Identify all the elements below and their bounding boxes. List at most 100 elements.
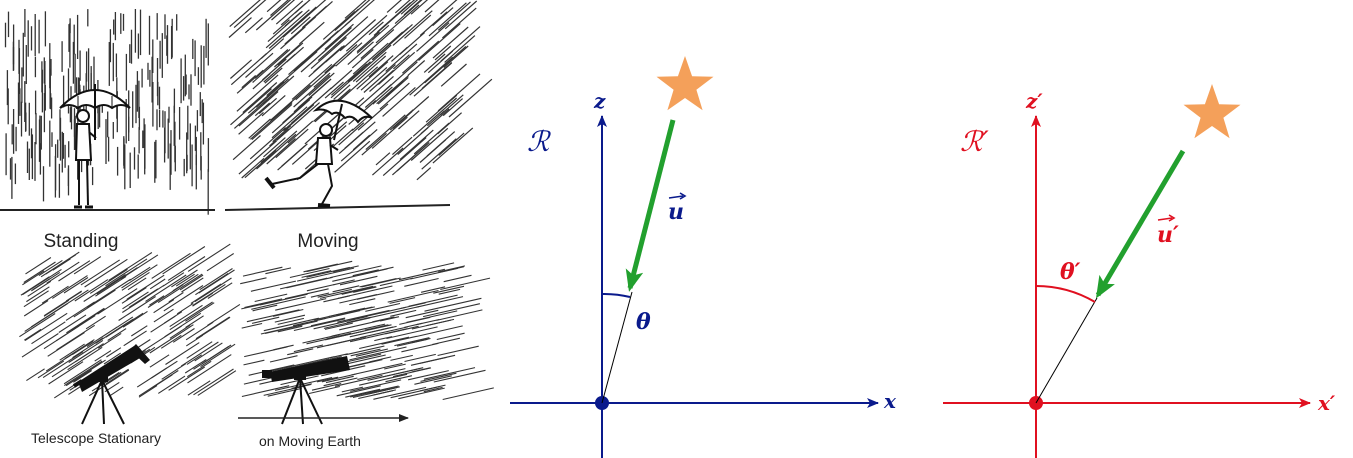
rain-streak <box>207 303 241 326</box>
rain-streak <box>295 64 336 101</box>
rain-streak <box>296 267 355 282</box>
rain-streak <box>398 110 420 130</box>
rain-streak <box>271 106 308 139</box>
rain-streak <box>434 45 452 61</box>
rain-streak <box>198 269 235 294</box>
rain-streak <box>398 387 445 400</box>
rain-streak <box>259 293 308 306</box>
rain-streak <box>334 140 371 173</box>
rain-streak <box>422 262 455 271</box>
rain-streak <box>167 256 206 281</box>
rain-streak <box>419 384 446 392</box>
angle-arc <box>1035 285 1096 303</box>
rain-streak <box>418 23 461 61</box>
rain-streak <box>404 322 423 328</box>
rain-streak <box>364 324 389 331</box>
rain-streak <box>433 285 465 294</box>
rain-streak <box>307 0 333 24</box>
rain-streak <box>126 274 165 300</box>
rain-streak <box>439 94 464 116</box>
rain-streak <box>274 43 301 68</box>
rain-streak <box>264 67 283 84</box>
rain-streak <box>333 84 351 100</box>
rain-streak <box>185 302 215 322</box>
rain-streak <box>373 386 427 400</box>
rain-streak <box>238 140 277 175</box>
rain-streak <box>392 111 413 129</box>
rain-streak <box>381 335 417 345</box>
rain-streak <box>350 362 403 376</box>
caption-telescope-stationary: Telescope Stationary <box>31 430 161 446</box>
rain-streak <box>382 367 424 378</box>
rain-streak <box>284 104 315 131</box>
rain-streak <box>293 318 346 332</box>
rain-streak <box>52 275 88 299</box>
rain-streak <box>405 309 439 319</box>
rain-streak <box>357 368 406 381</box>
rain-streak <box>390 354 413 361</box>
rain-streak <box>440 277 491 291</box>
rain-streak <box>404 14 432 39</box>
rain-streak <box>163 285 204 312</box>
rain-streak <box>95 275 127 297</box>
rain-streak <box>436 332 465 341</box>
rain-streak <box>412 97 457 137</box>
rain-streak <box>160 334 182 349</box>
rain-streak <box>375 4 420 44</box>
rain-streak <box>300 6 317 22</box>
rain-streak <box>363 64 396 93</box>
rain-streak <box>424 0 440 13</box>
rain-streak <box>138 325 182 355</box>
rain-streak <box>402 40 440 74</box>
rain-streak <box>230 53 267 86</box>
rain-streak <box>410 354 456 366</box>
rain-streak <box>64 360 103 387</box>
rain-streak <box>228 17 252 38</box>
star-icon <box>656 56 714 111</box>
rain-streak <box>368 55 394 78</box>
rain-streak <box>251 103 293 141</box>
rain-streak <box>190 283 222 304</box>
rain-streak <box>66 307 105 334</box>
rain-streak <box>344 131 364 149</box>
vector-arrow-icon <box>668 192 687 200</box>
rain-streak <box>394 8 412 25</box>
rain-streak <box>247 81 285 114</box>
umbrella-icon <box>312 99 373 141</box>
rain-streak <box>421 138 457 170</box>
rain-streak <box>186 341 213 359</box>
rain-streak <box>168 292 184 303</box>
rain-streak <box>97 332 122 349</box>
frame-label: ℛ <box>527 125 551 158</box>
rain-streak <box>176 302 194 315</box>
rain-streak <box>45 254 76 275</box>
rain-streak <box>168 366 205 391</box>
sight-line <box>601 291 633 404</box>
rain-streak <box>122 310 148 328</box>
rain-streak <box>385 375 413 383</box>
rain-streak <box>242 82 278 114</box>
rain-streak <box>317 35 347 62</box>
rain-streak <box>162 272 185 287</box>
rain-streak <box>80 259 120 286</box>
rain-streak <box>355 348 389 357</box>
rain-streak <box>264 324 303 335</box>
rain-streak <box>313 72 331 88</box>
star-icon <box>1183 84 1241 139</box>
rain-streak <box>345 14 388 52</box>
rain-streak <box>67 346 103 371</box>
rain-streak <box>121 287 147 304</box>
rain-streak <box>387 289 439 303</box>
rain-streak <box>172 273 199 292</box>
rain-streak <box>357 103 389 131</box>
rain-streak <box>399 129 434 160</box>
rain-streak <box>313 315 368 330</box>
telescope-icon <box>262 356 350 425</box>
rain-streak <box>317 288 352 298</box>
rain-streak <box>420 286 446 293</box>
z-axis-label: z <box>593 89 606 113</box>
rain-streak <box>193 368 234 396</box>
rain-streak <box>187 360 212 378</box>
rain-streak <box>424 297 482 312</box>
